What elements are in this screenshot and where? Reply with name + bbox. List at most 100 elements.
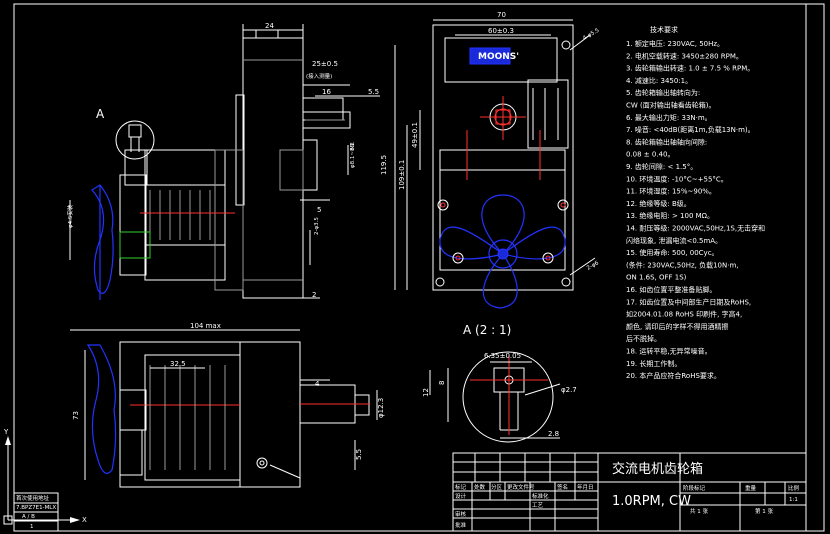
- scale-value: 1:1: [789, 497, 798, 503]
- note-line: 3. 齿轮箱输出转速: 1.0 ± 7.5 % RPM。: [626, 64, 754, 73]
- label-a: A: [96, 107, 105, 121]
- note-line: 4. 减速比: 3450:1。: [626, 76, 692, 85]
- note-line: 闪络现象, 泄漏电流<0.5mA。: [626, 236, 722, 245]
- detail-a-view: [429, 351, 561, 443]
- role-1: 标准化: [532, 492, 549, 500]
- role-2: 审核: [455, 510, 467, 518]
- note-line: 7. 噪音: <40dB(距离1m,负载13N·m)。: [626, 125, 755, 134]
- note-line: 颜色, 请印后的字样不得用酒精擦: [626, 322, 728, 331]
- dim-top-width: 24: [265, 22, 274, 30]
- dim-phi27: φ2.7: [561, 386, 577, 394]
- dim-2: 2: [312, 291, 316, 299]
- ucs-icon: [3, 436, 80, 525]
- bottom-fan: [86, 344, 117, 474]
- dim-73: 73: [72, 411, 80, 420]
- sheet-number: 第 1 张: [755, 507, 773, 515]
- dim-60: 60±0.3: [488, 27, 514, 35]
- note-line: 0.08 ± 0.40。: [626, 151, 675, 159]
- row-mark-1: 处数: [474, 483, 486, 491]
- detail-a-marker: [115, 120, 155, 160]
- title-block: [452, 452, 807, 532]
- note-line: (条件: 230VAC,50Hz, 负载10N·m,: [626, 260, 739, 269]
- row-mark-0: 标记: [455, 483, 467, 491]
- dim-2-phi35: 2-φ3.5: [314, 217, 320, 235]
- note-line: 5. 齿轮箱输出轴转向为:: [626, 88, 700, 97]
- fan-blade-bottom: [482, 253, 518, 309]
- note-line: 16. 如齿位置平整准备贴脚。: [626, 285, 716, 294]
- note-line: 19. 长期工作制。: [626, 359, 681, 368]
- role-0: 设计: [455, 492, 467, 500]
- role-3: 工艺: [532, 502, 544, 509]
- note-line: 14. 耐压等级: 2000VAC,50Hz,1S,无击穿和: [626, 224, 765, 233]
- fan-blade-left: [439, 226, 505, 260]
- row-mark-3: 更改文件号: [507, 483, 535, 491]
- dim-shaft-25: 25±0.5: [312, 60, 338, 68]
- note-line: 如2004.01.08 RoHS 印刷件, 字高4,: [626, 310, 742, 319]
- dim-phi81: φ8.1~8.2: [350, 142, 356, 168]
- row-mark-2: 分区: [491, 483, 503, 491]
- origin-stamp: [13, 492, 59, 532]
- brand-text: MOONS': [478, 52, 519, 62]
- stamp-label-3: A / B: [22, 514, 35, 520]
- dim-2-8: 2.8: [548, 430, 559, 438]
- stamp-label-4: 1: [30, 524, 34, 530]
- row-mark-4: 签名: [557, 483, 568, 491]
- fan-blade-top: [481, 194, 525, 255]
- dim-5-5-b: 5.5: [355, 449, 363, 460]
- dim-8: 8: [438, 381, 446, 385]
- dim-5-5: 5.5: [368, 88, 379, 96]
- dim-shaft-25-note: (接入测量): [306, 72, 332, 80]
- notes-list: 1. 额定电压: 230VAC, 50Hz。2. 电机空载转速: 3450±28…: [626, 39, 765, 380]
- dim-4: 4: [315, 380, 320, 388]
- note-line: 后不脱掉。: [626, 334, 661, 343]
- bottom-view: [70, 329, 378, 488]
- note-line: ON 1.6S, OFF 1S): [626, 274, 687, 282]
- dim-ml: ML: [350, 141, 356, 150]
- dim-49: 49±0.1: [411, 122, 419, 148]
- front-view: [394, 19, 596, 309]
- dim-635: 6.35±0.05: [484, 352, 521, 360]
- dim-32: 32.5: [170, 360, 186, 368]
- note-line: 1. 额定电压: 230VAC, 50Hz。: [626, 39, 724, 48]
- front-label-plate: [527, 79, 569, 149]
- detail-a-circle: [462, 351, 554, 443]
- note-line: 18. 运转平稳,无异常噪音。: [626, 347, 712, 356]
- dim-12: 12: [422, 388, 430, 397]
- brand-plate: [469, 47, 511, 65]
- detail-a-label: A (2 : 1): [463, 323, 511, 337]
- sheet-border: [13, 3, 825, 532]
- product-name: 交流电机齿轮箱: [612, 461, 703, 477]
- role-4: 批准: [455, 521, 467, 529]
- dim-109: 109±0.1: [398, 160, 406, 190]
- dim-2-phi6: 2-φ6: [586, 260, 600, 272]
- dim-104: 104 max: [190, 322, 221, 330]
- dim-70: 70: [497, 11, 506, 19]
- product-spec: 1.0RPM, CW: [612, 494, 691, 509]
- side-motor: [144, 149, 226, 281]
- dim-119: 119.5: [380, 155, 388, 175]
- note-line: 9. 齿轮间隙: < 1.5°。: [626, 162, 697, 171]
- side-view: [69, 24, 380, 300]
- front-gearbox-body: [432, 24, 574, 291]
- stamp-label-1: 首次使用地址: [16, 494, 50, 502]
- note-line: CW (面对输出轴看齿轮箱)。: [626, 101, 716, 110]
- side-install-label: φ4.5安装: [66, 204, 74, 228]
- fan-blade-right: [501, 226, 566, 260]
- axis-y-label: Y: [3, 428, 9, 436]
- stage-mark: 阶段标记: [683, 484, 706, 492]
- axis-x-label: X: [82, 516, 87, 524]
- notes-title: 技术要求: [650, 25, 678, 34]
- note-line: 8. 齿轮箱输出轴轴向间隙:: [626, 137, 707, 146]
- note-line: 20. 本产品应符合RoHS要求。: [626, 371, 721, 380]
- note-line: 12. 绝缘等级: B级。: [626, 199, 691, 208]
- note-line: 11. 环境湿度: 15%~90%。: [626, 187, 716, 196]
- note-line: 13. 绝缘电阻: > 100 MΩ。: [626, 211, 714, 220]
- row-mark-5: 年月日: [577, 483, 594, 491]
- dim-phi12-3: φ12.3: [377, 398, 385, 418]
- note-line: 17. 如齿位置及中间部生产日期及RoHS,: [626, 297, 751, 306]
- side-fan: [91, 184, 114, 294]
- dim-4-phi55: 4-φ5.5: [582, 27, 601, 41]
